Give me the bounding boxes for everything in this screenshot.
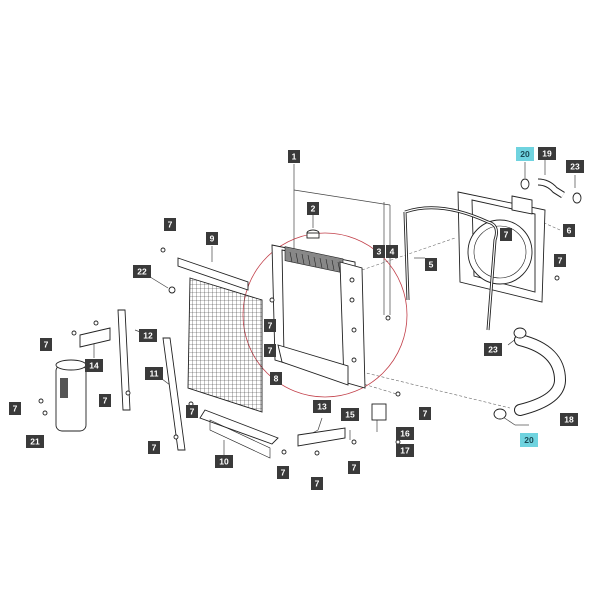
hose-clamps — [493, 178, 582, 420]
callout-7-l: 7 — [311, 477, 323, 490]
callout-7-d: 7 — [264, 319, 276, 332]
radiator-core — [271, 244, 366, 389]
callout-20-top: 20 — [516, 147, 534, 161]
callout-2-label: 2 — [311, 204, 316, 214]
callout-20-top-label: 20 — [520, 149, 530, 159]
callout-16: 16 — [396, 427, 414, 440]
callout-6-label: 6 — [567, 226, 572, 236]
lower-hose — [514, 334, 567, 416]
callout-13-label: 13 — [317, 402, 327, 412]
callout-6: 6 — [563, 224, 575, 237]
seal-strip — [403, 206, 498, 331]
callout-17-label: 17 — [400, 446, 410, 456]
callout-7-i: 7 — [186, 405, 198, 418]
fan-shroud — [457, 191, 546, 303]
callout-7-g: 7 — [9, 402, 21, 415]
callout-7-a: 7 — [164, 218, 176, 231]
callout-7-i-label: 7 — [190, 407, 195, 417]
mounting-brackets — [79, 309, 387, 451]
callout-21: 21 — [26, 435, 44, 448]
callout-7-a-label: 7 — [168, 220, 173, 230]
callout-7-j-label: 7 — [152, 443, 157, 453]
callout-19-label: 19 — [542, 149, 552, 159]
callout-7-d-label: 7 — [268, 321, 273, 331]
callout-7-g-label: 7 — [13, 404, 18, 414]
callout-5-label: 5 — [429, 260, 434, 270]
callout-16-label: 16 — [400, 429, 410, 439]
callout-7-c-label: 7 — [558, 256, 563, 266]
callout-22-label: 22 — [137, 267, 147, 277]
callout-7-e-label: 7 — [268, 346, 273, 356]
callout-14: 14 — [85, 359, 103, 372]
callout-7-b: 7 — [500, 228, 512, 241]
callout-1: 1 — [288, 150, 300, 163]
callout-7-n-label: 7 — [423, 409, 428, 419]
callout-7-m-label: 7 — [352, 463, 357, 473]
fasteners — [38, 247, 560, 456]
callout-14-label: 14 — [89, 361, 99, 371]
callout-7-k: 7 — [277, 466, 289, 479]
callout-11: 11 — [145, 367, 163, 380]
callout-7-f: 7 — [40, 338, 52, 351]
callout-8-label: 8 — [274, 374, 279, 384]
callout-18-label: 18 — [564, 415, 574, 425]
callout-1-label: 1 — [292, 152, 297, 162]
callout-20-bottom: 20 — [520, 433, 538, 447]
callout-5: 5 — [425, 258, 437, 271]
callout-7-k-label: 7 — [281, 468, 286, 478]
callout-15: 15 — [341, 408, 359, 421]
callout-19: 19 — [538, 147, 556, 160]
callout-22: 22 — [133, 265, 151, 278]
callout-10-label: 10 — [219, 457, 229, 467]
callout-23-top: 23 — [566, 160, 584, 173]
callout-3: 3 — [373, 245, 385, 258]
callout-7-h: 7 — [99, 394, 111, 407]
callout-7-f-label: 7 — [44, 340, 49, 350]
callout-23-bottom: 23 — [484, 343, 502, 356]
callout-18: 18 — [560, 413, 578, 426]
callout-3-label: 3 — [377, 247, 382, 257]
callout-2: 2 — [307, 202, 319, 215]
radiator-cap — [306, 229, 320, 239]
callout-23-top-label: 23 — [570, 162, 580, 172]
condenser — [177, 257, 279, 459]
callout-12-label: 12 — [143, 331, 153, 341]
callout-7-j: 7 — [148, 441, 160, 454]
callout-7-m: 7 — [348, 461, 360, 474]
callout-20-bottom-label: 20 — [524, 435, 534, 445]
callout-13: 13 — [313, 400, 331, 413]
callout-11-label: 11 — [150, 369, 159, 379]
upper-hose — [537, 178, 565, 198]
callout-7-c: 7 — [554, 254, 566, 267]
callout-4-label: 4 — [390, 247, 395, 257]
callout-7-b-label: 7 — [504, 230, 509, 240]
callout-15-label: 15 — [345, 410, 355, 420]
callout-7-h-label: 7 — [103, 396, 108, 406]
receiver-drier — [55, 359, 87, 432]
callout-10: 10 — [215, 455, 233, 468]
callout-4: 4 — [386, 245, 398, 258]
callout-7-e: 7 — [264, 344, 276, 357]
callout-9: 9 — [206, 232, 218, 245]
callout-9-label: 9 — [210, 234, 215, 244]
callout-17: 17 — [396, 444, 414, 457]
callout-7-n: 7 — [419, 407, 431, 420]
callout-8: 8 — [270, 372, 282, 385]
callout-21-label: 21 — [30, 437, 40, 447]
callout-23-bottom-label: 23 — [488, 345, 498, 355]
callout-12: 12 — [139, 329, 157, 342]
callout-7-l-label: 7 — [315, 479, 320, 489]
